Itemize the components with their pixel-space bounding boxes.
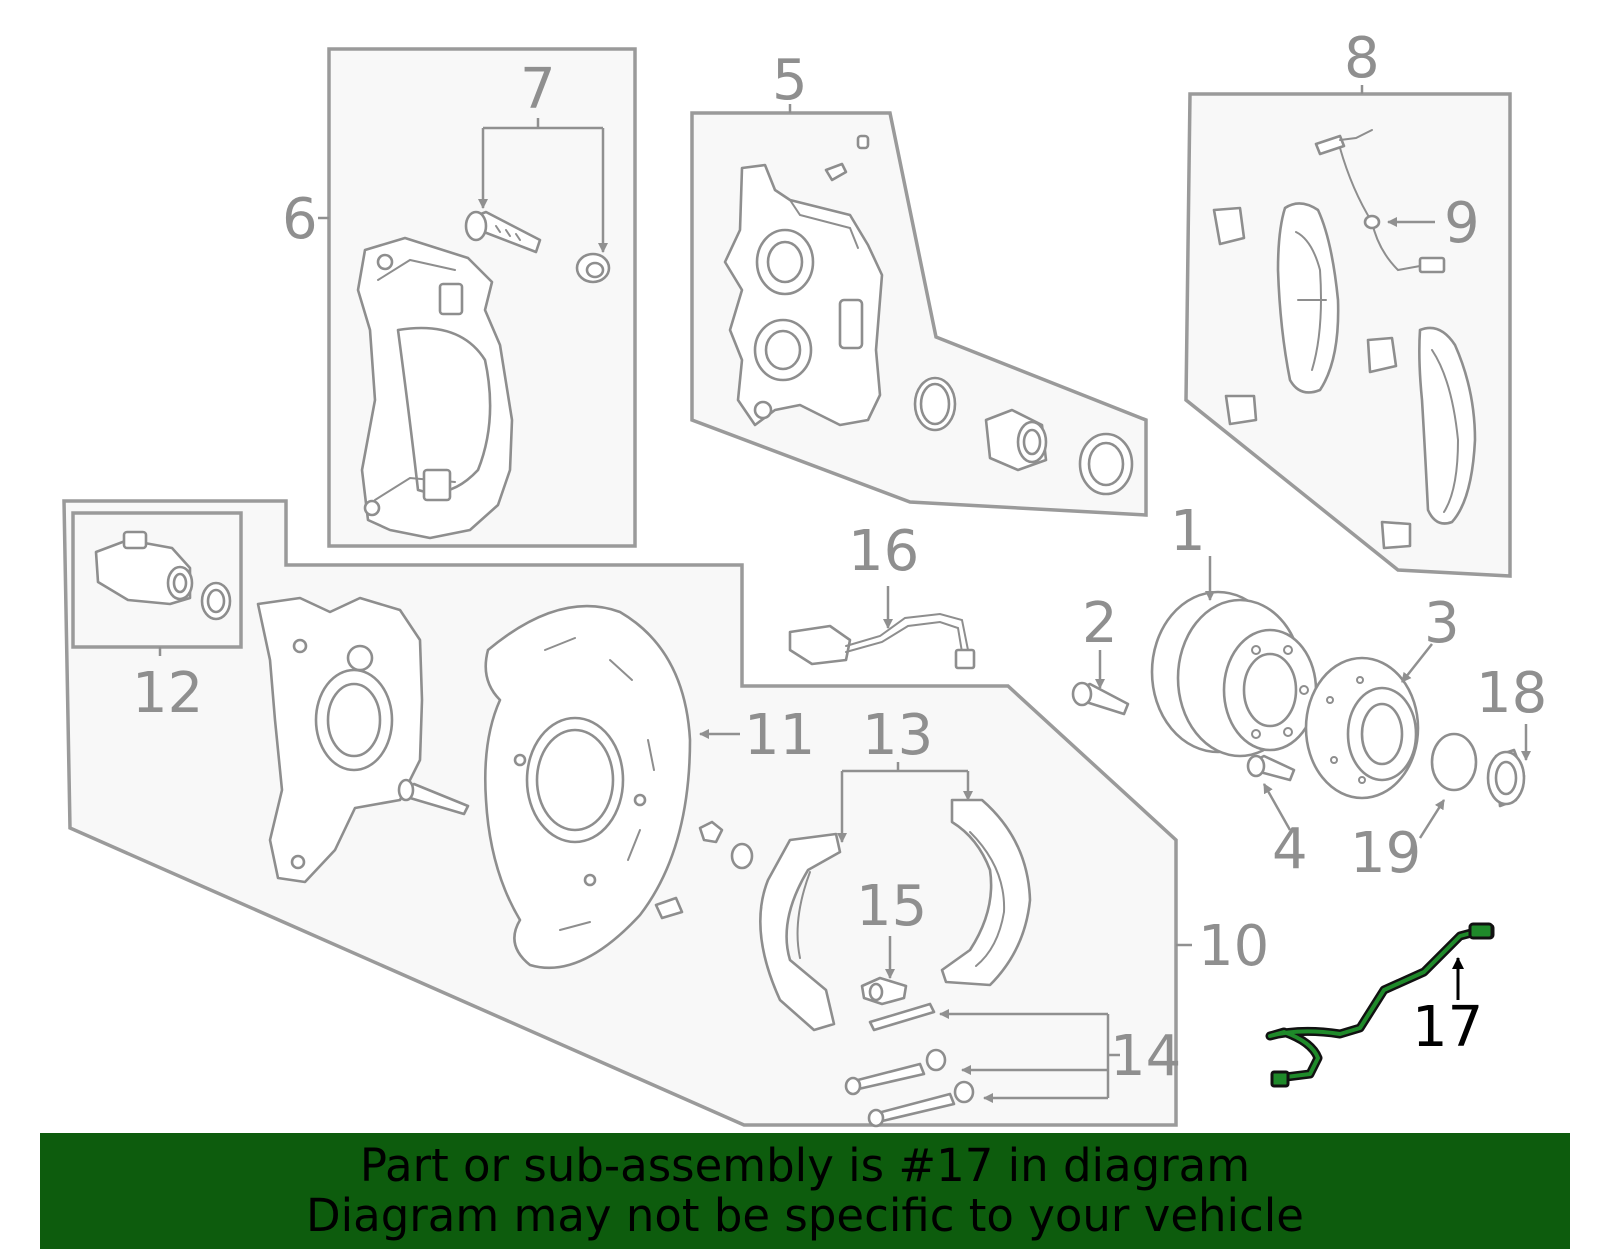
callout-labels: 1 2 3 4 5 6 7 8 9 10 11 12 13 14 15 16 1…	[132, 26, 1547, 1089]
callout-19: 19	[1350, 821, 1421, 886]
pad-clip-parts	[1212, 206, 1412, 550]
callout-2: 2	[1082, 591, 1118, 656]
callout-13: 13	[862, 703, 933, 768]
splash-shield-part	[483, 604, 692, 970]
callout-8: 8	[1344, 26, 1380, 91]
piston-seal-part	[913, 376, 957, 432]
brake-pad-outer-part	[1418, 326, 1477, 525]
brake-pad-inner-part	[1276, 202, 1340, 394]
callout-15: 15	[856, 874, 927, 939]
callout-7: 7	[520, 57, 556, 122]
highlighted-harness-part-17	[1265, 922, 1495, 1088]
caliper-bracket-part	[356, 236, 514, 540]
callout-3: 3	[1424, 591, 1460, 656]
info-banner: Part or sub-assembly is #17 in diagram D…	[40, 1133, 1570, 1249]
caliper-housing-part	[723, 134, 884, 427]
banner-line-part-number: Part or sub-assembly is #17 in diagram	[359, 1139, 1251, 1192]
wheel-cylinder-seal-part	[200, 581, 232, 621]
callout-5: 5	[772, 48, 808, 113]
parking-brake-shoe-right-part	[940, 798, 1032, 987]
banner-line-disclaimer: Diagram may not be specific to your vehi…	[306, 1189, 1304, 1242]
callout-16: 16	[848, 519, 919, 584]
brake-rotor-part	[1150, 590, 1318, 758]
guide-pin-part	[464, 210, 542, 254]
callout-6: 6	[282, 187, 318, 252]
callout-10: 10	[1198, 914, 1269, 979]
callout-17: 17	[1412, 995, 1483, 1060]
callout-11: 11	[744, 703, 815, 768]
adjuster-part	[860, 976, 908, 1006]
wheel-hub-part	[1304, 656, 1420, 800]
wheel-cylinder-part	[94, 530, 194, 606]
rotor-bolt-part	[1071, 681, 1130, 716]
bearing-part	[1486, 748, 1526, 808]
callout-9: 9	[1444, 191, 1480, 256]
caliper-piston-part	[984, 408, 1048, 472]
callout-12: 12	[132, 661, 203, 726]
leader-lines	[158, 85, 1531, 1103]
callout-4: 4	[1272, 817, 1308, 882]
callout-1: 1	[1170, 499, 1206, 564]
callout-14: 14	[1110, 1024, 1181, 1089]
steering-knuckle-part	[256, 596, 424, 884]
dust-boot-part	[1078, 432, 1134, 496]
hardware-springs-part	[844, 1002, 975, 1128]
wear-sensor-part	[1314, 129, 1446, 274]
wheel-stud-part	[1246, 754, 1296, 782]
abs-sensor-harness-part	[788, 612, 976, 670]
small-fastener-parts	[654, 820, 754, 920]
callout-18: 18	[1476, 661, 1547, 726]
o-ring-part	[1430, 732, 1478, 792]
parking-brake-shoe-left-part	[759, 832, 842, 1032]
knuckle-bolt-part	[397, 778, 470, 816]
guide-pin-boot-part	[575, 252, 611, 284]
